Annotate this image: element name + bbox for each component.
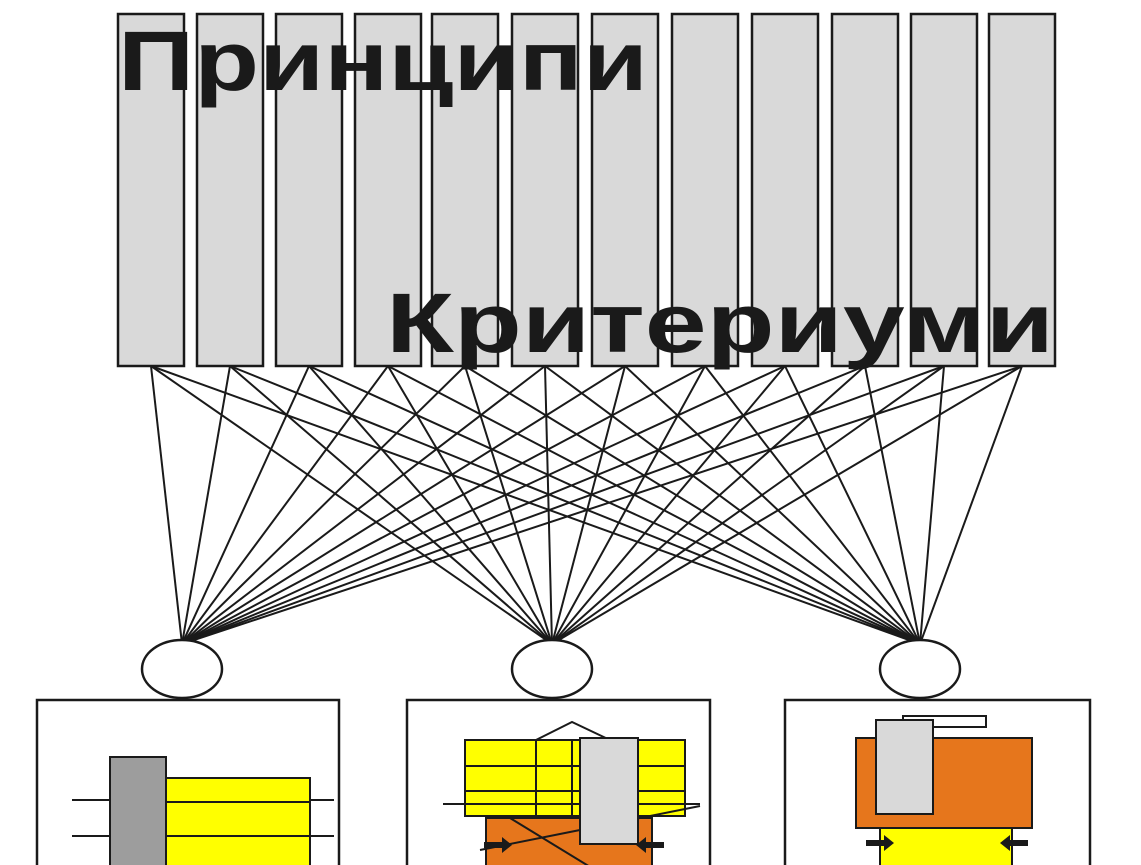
connection-line	[308, 365, 921, 645]
guide-line	[509, 817, 589, 865]
connection-line	[181, 365, 466, 645]
connection-line	[551, 365, 866, 645]
variant-panel-3	[783, 698, 1092, 865]
criteria-columns	[116, 12, 1057, 368]
connection-line	[308, 365, 553, 645]
connection-line	[784, 365, 921, 645]
yellow-block	[164, 777, 311, 865]
title-principles: Принципи	[118, 14, 648, 108]
title-criteria: Критериуми	[386, 276, 1054, 370]
connection-line	[387, 365, 553, 645]
connection-line	[181, 365, 1023, 645]
connection-line	[704, 365, 921, 645]
connection-line	[181, 365, 310, 645]
connection-line	[864, 365, 921, 645]
connection-line	[181, 365, 389, 645]
connection-line	[229, 365, 921, 645]
criterion-column-2	[195, 12, 265, 368]
connection-line	[624, 365, 921, 645]
variant-panel-2	[405, 698, 712, 865]
solution-node-2	[510, 638, 594, 700]
connection-line	[544, 365, 553, 645]
connection-line	[150, 365, 183, 645]
criterion-column-3	[274, 12, 344, 368]
criterion-column-11	[909, 12, 979, 368]
connection-line	[464, 365, 921, 645]
connection-line	[150, 365, 553, 645]
connection-line	[181, 365, 945, 645]
criterion-column-4	[353, 12, 423, 368]
connection-line	[464, 365, 553, 645]
variant-panel-1	[35, 698, 341, 865]
connection-lines	[150, 365, 1023, 645]
connection-line	[919, 365, 1023, 645]
connection-line	[387, 365, 921, 645]
connection-line	[181, 365, 231, 645]
connection-line	[551, 365, 626, 645]
arrow-left-icon	[636, 837, 664, 853]
arrow-right-icon	[866, 835, 894, 851]
connection-line	[181, 365, 626, 645]
connection-line	[181, 365, 706, 645]
solution-nodes	[140, 638, 962, 700]
connection-line	[181, 365, 866, 645]
roof-outline	[535, 720, 611, 741]
connection-line	[551, 365, 945, 645]
criterion-column-7	[590, 12, 660, 368]
connection-line	[544, 365, 921, 645]
connection-line	[551, 365, 706, 645]
connection-line	[551, 365, 1023, 645]
gray-block	[579, 737, 639, 845]
connection-line	[919, 365, 945, 645]
arrow-right-icon	[484, 837, 512, 853]
solution-node-3	[878, 638, 962, 700]
arrow-left-icon	[1000, 835, 1028, 851]
solution-node-1	[140, 638, 224, 700]
connection-line	[181, 365, 786, 645]
criterion-column-6	[510, 12, 580, 368]
connection-line	[150, 365, 921, 645]
gray-block	[875, 719, 934, 815]
criterion-column-10	[830, 12, 900, 368]
criterion-column-12	[987, 12, 1057, 368]
criterion-column-9	[750, 12, 820, 368]
yellow-block	[879, 827, 1013, 865]
connection-line	[181, 365, 546, 645]
criterion-column-5	[430, 12, 500, 368]
gray-block	[109, 756, 167, 865]
criterion-column-1	[116, 12, 186, 368]
connection-line	[551, 365, 786, 645]
connection-line	[229, 365, 553, 645]
criterion-column-8	[670, 12, 740, 368]
